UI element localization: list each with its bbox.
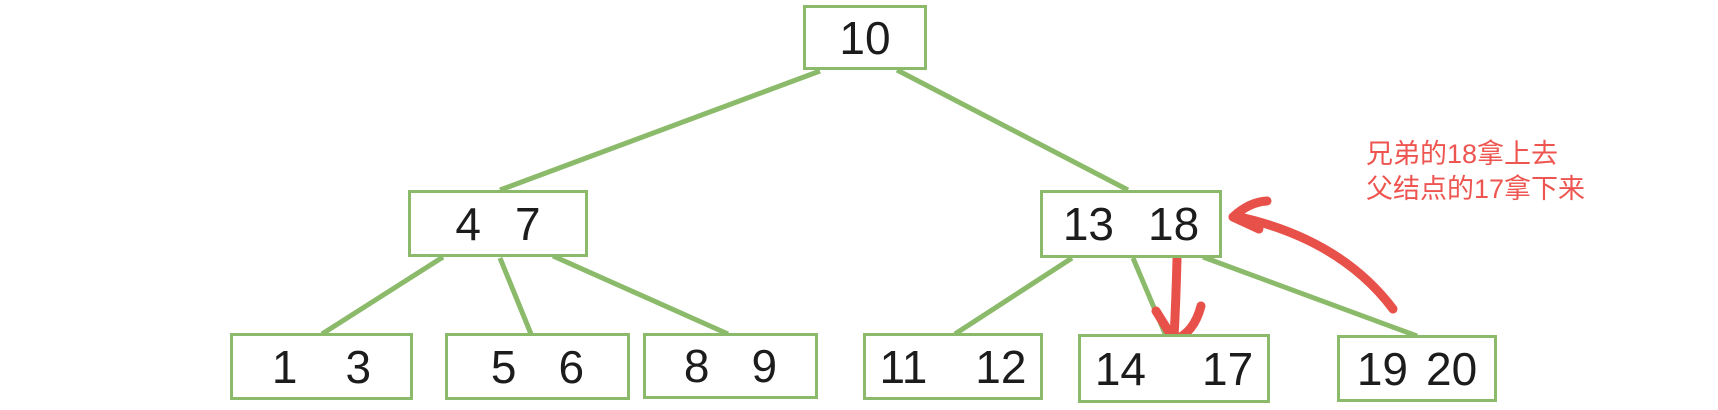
node-key: 10 (839, 11, 891, 64)
tree-node-10: 10 (803, 5, 927, 70)
node-key: 7 (515, 197, 541, 250)
node-key: 1 (271, 340, 298, 393)
edge-right-r1 (953, 255, 1074, 337)
edge-left-l1 (320, 254, 445, 337)
node-key: 19 (1356, 342, 1408, 395)
tree-node-5-6: 5 6 (445, 333, 630, 400)
edge-left-l3 (551, 253, 730, 337)
node-key: 14 (1094, 342, 1146, 395)
tree-node-11-12: 11 12 (863, 333, 1043, 400)
annotation-text: 兄弟的18拿上去 父结点的17拿下来 (1366, 137, 1585, 207)
edge-right-r3 (1202, 254, 1418, 339)
node-key: 12 (975, 340, 1027, 393)
node-key: 6 (558, 340, 585, 393)
edge-root-right (895, 67, 1130, 193)
tree-node-8-9: 8 9 (643, 333, 818, 399)
edge-left-l2 (497, 257, 534, 335)
node-key: 8 (683, 340, 710, 392)
annotation-line-2: 父结点的17拿下来 (1366, 174, 1586, 204)
node-key: 9 (751, 340, 778, 392)
down-arrow-icon (1151, 254, 1206, 345)
node-key: 18 (1148, 198, 1200, 250)
node-key: 4 (455, 197, 481, 250)
tree-edges (320, 67, 1418, 339)
node-key: 13 (1062, 198, 1114, 250)
tree-node-19-20: 19 20 (1337, 335, 1497, 402)
annotation-line-1: 兄弟的18拿上去 (1366, 139, 1559, 169)
tree-node-13-18: 13 18 (1040, 190, 1222, 258)
edge-root-left (499, 68, 821, 193)
node-key: 5 (490, 340, 517, 393)
tree-node-1-3: 1 3 (230, 333, 413, 400)
node-key: 3 (345, 340, 372, 393)
tree-node-4-7: 4 7 (408, 190, 588, 257)
node-key: 11 (879, 340, 928, 393)
tree-node-14-17: 14 17 (1078, 334, 1270, 403)
node-key: 17 (1202, 342, 1254, 395)
node-key: 20 (1426, 342, 1478, 395)
annotation-arrows (1151, 196, 1398, 345)
curved-arrow-icon (1228, 196, 1398, 314)
